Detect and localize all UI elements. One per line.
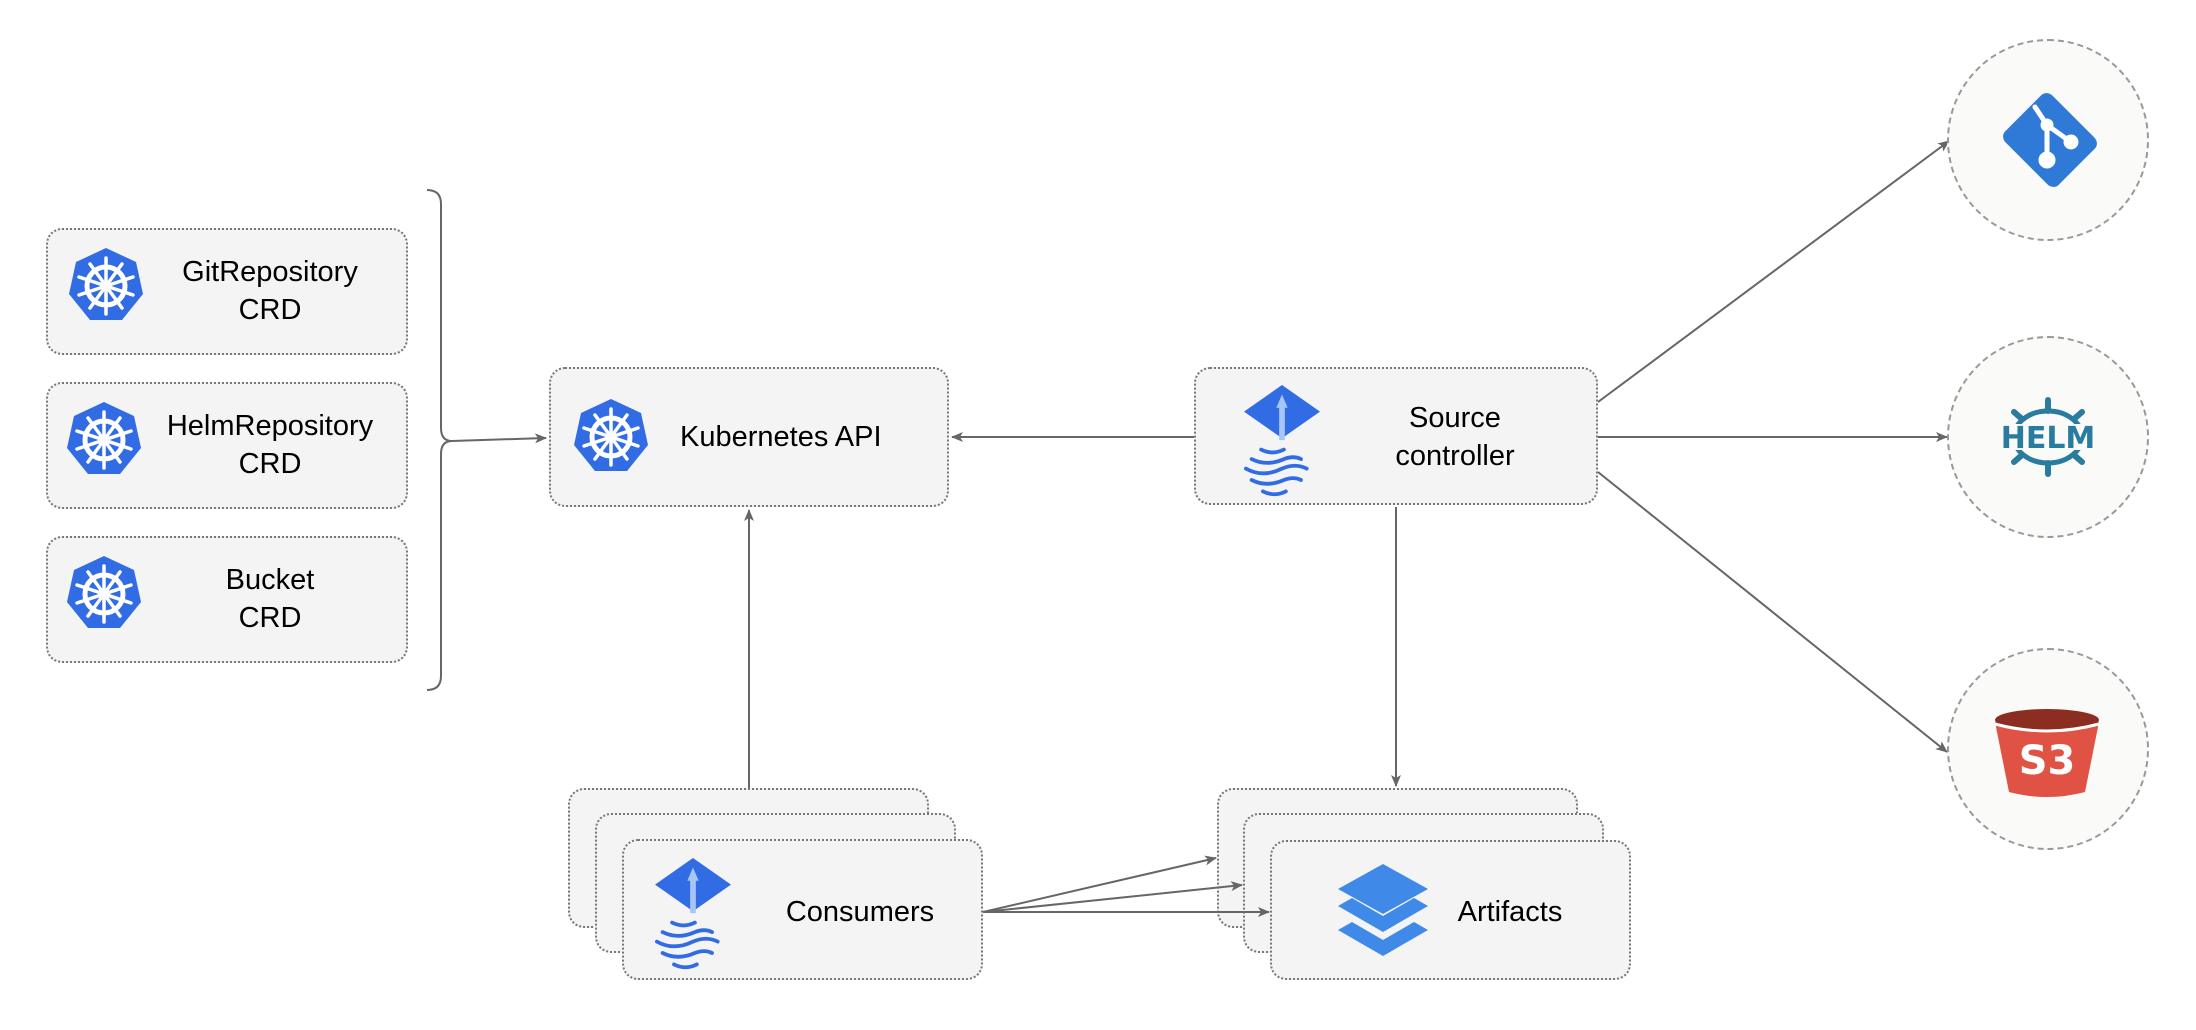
arrow-consumers-to-artifact-back [982, 855, 1217, 913]
kubernetes-icon [67, 556, 141, 628]
source-controller-label: Source controller [1340, 399, 1570, 475]
crd-name: Bucket [225, 564, 315, 596]
crd-type: CRD [238, 602, 302, 634]
kubernetes-icon [574, 399, 648, 471]
kubernetes-icon [69, 248, 143, 320]
helm-logo-text: HELM [2001, 421, 2096, 456]
arrow-source-controller-to-git [1597, 140, 1950, 403]
arrow-crds-to-kubernetes-api [451, 433, 547, 444]
source-controller-line1: Source [1409, 402, 1501, 434]
s3-source-circle[interactable] [1947, 648, 2149, 850]
kubernetes-icon [67, 402, 141, 474]
arrow-source-controller-to-s3 [1597, 471, 1948, 753]
crd-name: HelmRepository [166, 410, 374, 442]
artifacts-box[interactable] [1270, 840, 1631, 980]
layers-icon [1338, 864, 1428, 956]
flux-icon [1242, 383, 1322, 497]
git-icon [2003, 93, 2097, 187]
s3-logo: S3 [1994, 709, 2100, 797]
crd-group-brace [426, 189, 453, 691]
artifacts-label: Artifacts [1457, 896, 1563, 928]
consumers-label: Consumers [785, 896, 935, 928]
helm-logo: HELM [1998, 397, 2098, 477]
arrow-consumers-to-artifact-middle [982, 881, 1243, 913]
kubernetes-api-label: Kubernetes API [680, 421, 882, 453]
crd-type: CRD [238, 294, 302, 326]
source-controller-line2: controller [1395, 440, 1515, 472]
s3-logo-text: S3 [2019, 738, 2076, 784]
crd-type: CRD [238, 448, 302, 480]
flux-icon [653, 856, 733, 970]
crd-name: GitRepository [182, 256, 358, 288]
